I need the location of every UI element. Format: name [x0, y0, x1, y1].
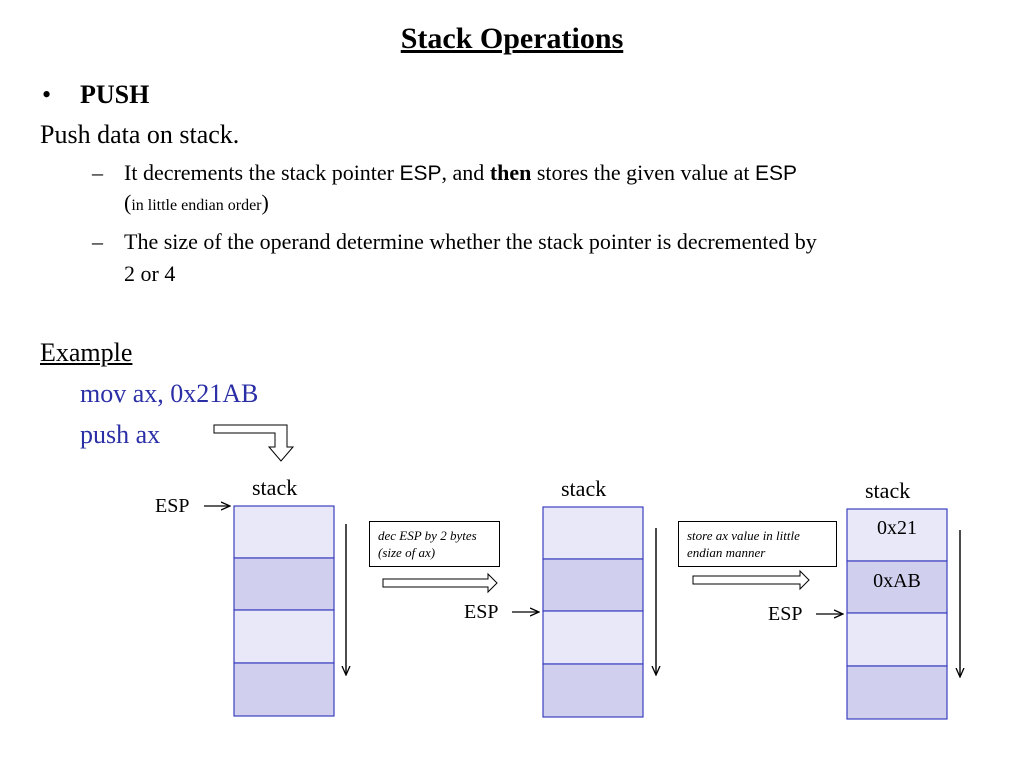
- then-bold: then: [489, 160, 532, 185]
- note-store-ax: store ax value in little endian manner: [678, 521, 837, 567]
- stack-2: [542, 506, 644, 718]
- sub-bullet-2-dash: –: [92, 229, 103, 254]
- push-block-arrow: [213, 424, 295, 462]
- push-description: Push data on stack.: [40, 120, 240, 149]
- bullet-marker: •: [42, 80, 52, 109]
- stack-1-label: stack: [252, 475, 298, 500]
- stack-1-cell-1: [233, 505, 335, 559]
- push-heading: PUSH: [80, 80, 150, 109]
- sub-bullet-1-text-b: , and: [441, 160, 490, 185]
- page-title: Stack Operations: [400, 22, 624, 55]
- paren-open: (: [124, 190, 132, 215]
- example-heading: Example: [40, 338, 133, 367]
- stack-1-cell-4: [233, 662, 335, 717]
- sub-bullet-1-text-c: stores the given value at: [531, 160, 755, 185]
- stack-3-label: stack: [865, 478, 911, 503]
- stack-1: [233, 505, 335, 717]
- little-endian-note: in little endian order: [131, 197, 262, 214]
- stack-2-cell-4: [542, 663, 644, 718]
- code-line-push: push ax: [80, 420, 161, 449]
- sub-bullet-1-line1: It decrements the stack pointer ESP, and…: [124, 160, 797, 186]
- sub-bullet-1-text-a: It decrements the stack pointer: [124, 160, 400, 185]
- sub-bullet-2-line1: The size of the operand determine whethe…: [124, 229, 817, 254]
- stack-3-cell-3: [846, 612, 948, 667]
- stack-2-label: stack: [561, 476, 607, 501]
- stack-3: [846, 508, 948, 720]
- stack-2-cell-1: [542, 506, 644, 560]
- note-dec-esp: dec ESP by 2 bytes (size of ax): [369, 521, 500, 567]
- esp-register-1: ESP: [399, 162, 442, 185]
- paren-close: ): [261, 190, 269, 215]
- sub-bullet-1-dash: –: [92, 160, 103, 185]
- stack-3-esp-label: ESP: [768, 603, 803, 625]
- stack-2-cell-3: [542, 610, 644, 665]
- stack-3-cell-1: [846, 508, 948, 562]
- sub-bullet-2-line2: 2 or 4: [124, 261, 176, 286]
- stack-3-cell-2: [846, 560, 948, 614]
- stack-1-esp-label: ESP: [155, 495, 190, 517]
- stack-2-esp-label: ESP: [464, 601, 499, 623]
- stack-2-cell-2: [542, 558, 644, 612]
- transition-arrow-2: [692, 569, 810, 591]
- code-line-mov: mov ax, 0x21AB: [80, 379, 259, 408]
- transition-arrow-1: [382, 572, 498, 594]
- stack-1-cell-3: [233, 609, 335, 664]
- sub-bullet-1-line2: (in little endian order): [124, 190, 269, 216]
- esp-register-2: ESP: [754, 162, 798, 185]
- stack-1-cell-2: [233, 557, 335, 611]
- stack-3-cell-4: [846, 665, 948, 720]
- stack-3-cell-1-value: 0x21: [877, 517, 917, 539]
- stack-3-cell-2-value: 0xAB: [873, 570, 921, 592]
